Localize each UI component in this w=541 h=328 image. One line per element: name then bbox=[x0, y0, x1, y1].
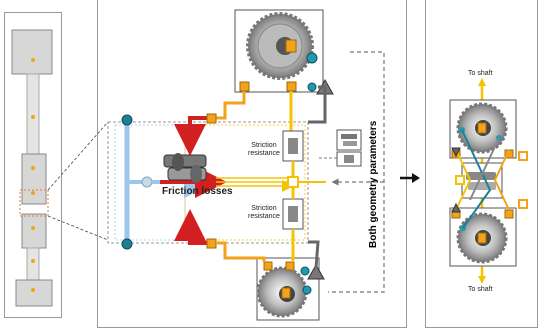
bottom-triangle-port bbox=[307, 263, 325, 280]
blue-frame bbox=[114, 124, 186, 241]
to-shaft-bottom-label: To shaft bbox=[468, 286, 493, 293]
arrow-right-icon bbox=[400, 173, 420, 183]
gear-icon bbox=[456, 212, 508, 264]
center-node bbox=[287, 176, 299, 188]
striction-label-top: Striction resistance bbox=[248, 142, 280, 157]
overview-strip bbox=[11, 29, 53, 307]
geometry-params-label: Both geometry parameters bbox=[368, 120, 379, 248]
zoom-line-bottom bbox=[47, 215, 109, 241]
friction-losses-label: Friction losses bbox=[162, 186, 233, 197]
top-port-teal bbox=[121, 114, 133, 126]
striction-label-bottom: Striction resistance bbox=[248, 205, 280, 220]
gear-icon bbox=[256, 266, 308, 318]
worm-gear-icon bbox=[163, 153, 207, 183]
zoom-line-top bbox=[47, 121, 109, 191]
gear-icon bbox=[246, 12, 314, 80]
bottom-port-teal bbox=[121, 238, 133, 250]
to-shaft-top-label: To shaft bbox=[468, 70, 493, 77]
gear-icon bbox=[456, 102, 508, 154]
worm-gear-param-icon bbox=[336, 129, 362, 151]
red-arrow-bottom bbox=[174, 209, 210, 245]
red-arrow-top bbox=[174, 116, 210, 156]
